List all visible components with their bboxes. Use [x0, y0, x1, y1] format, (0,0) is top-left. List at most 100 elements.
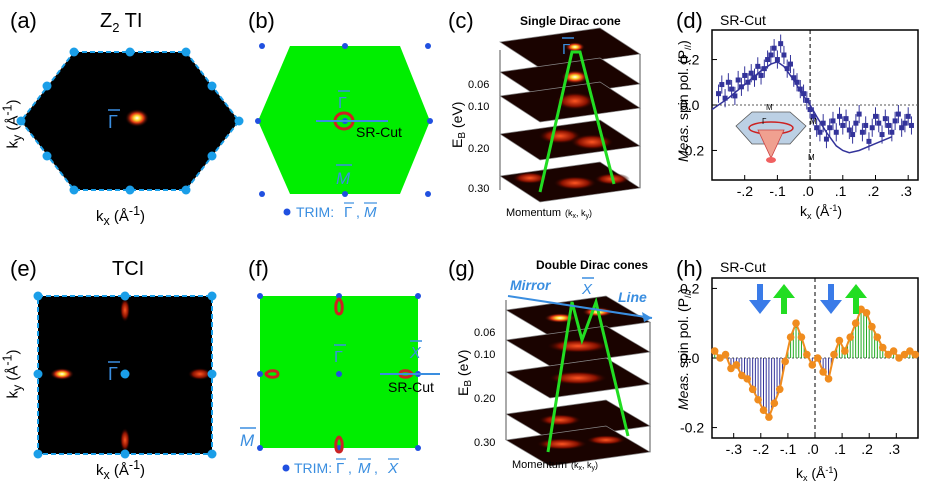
- panel-d-data-point: [892, 118, 898, 124]
- panel-h-data-point: [803, 350, 811, 359]
- spin-up-arrow-2: [845, 284, 867, 314]
- panel-g-tick-2: 0.20: [474, 393, 495, 405]
- panel-d-data-point: [827, 125, 833, 131]
- inset-m2: M: [810, 117, 817, 126]
- panel-h-data-point: [911, 350, 920, 359]
- panel-d-data-point: [846, 127, 852, 133]
- panel-a-gamma: Γ: [108, 112, 118, 132]
- panel-d-data-point: [820, 120, 826, 126]
- panel-d-data-point: [817, 129, 823, 135]
- panel-h-xlabel: kx (Å-1): [796, 465, 838, 483]
- panel-h-sr-cut: SR-Cut: [720, 259, 766, 275]
- panel-h-data-point: [754, 395, 762, 404]
- panel-g-tick-1: 0.10: [474, 349, 495, 361]
- panel-h-plot: -.3-.2-.1.0.1.2.3-0.20.00.2 SR-Cut Meas.…: [675, 259, 920, 483]
- panel-c-gamma: Γ: [562, 41, 570, 58]
- panel-d-data-point: [889, 129, 895, 135]
- panel-f-trim-x: X: [387, 460, 399, 477]
- panel-d-xtick-label: .3: [900, 183, 912, 199]
- panel-b-sr-cut: SR-Cut: [356, 124, 402, 140]
- panel-d-data-point: [765, 57, 771, 63]
- panel-b-trim-m: M: [364, 204, 377, 221]
- inset-m3: M: [808, 153, 815, 162]
- panel-h-xtick-label: .3: [888, 441, 900, 457]
- panel-d-data-point: [905, 113, 911, 119]
- spin-down-arrow-2: [820, 284, 842, 314]
- panel-h-data-point: [884, 350, 892, 359]
- panel-d-data-point: [781, 52, 787, 58]
- panel-c-title: Single Dirac cone: [520, 14, 621, 28]
- panel-h-data-point: [738, 371, 746, 380]
- panel-h-data-point: [721, 350, 730, 359]
- panel-d-data-point: [784, 66, 790, 72]
- panel-d-data-point: [895, 111, 901, 117]
- panel-h-data-point: [716, 354, 724, 362]
- panel-h-ytick-label: -0.2: [680, 420, 704, 436]
- panel-h-data-point: [748, 385, 757, 394]
- panel-c-eb-label: EB (eV): [449, 102, 468, 148]
- panel-b-trim-sep: ,: [356, 204, 360, 220]
- panel-a-kx-label: kx (Å-1): [96, 204, 146, 228]
- panel-d-data-point: [735, 77, 741, 83]
- panel-b-m: M: [336, 169, 351, 188]
- panel-d-plot: -.2-.1.0.1.2.3-0.20.00.2 M M M Γ SR-Cut …: [675, 12, 919, 221]
- panel-g-x: X: [581, 281, 593, 298]
- panel-h-data-point: [770, 399, 779, 408]
- panel-d-data-point: [797, 86, 803, 92]
- panel-b-trim-label: TRIM:: [296, 204, 334, 220]
- panel-d-xtick-label: -.1: [769, 183, 786, 199]
- panel-d-data-point: [774, 57, 780, 63]
- panel-d-data-point: [778, 41, 784, 47]
- panel-d-data-point: [771, 45, 777, 51]
- panel-d-ytick-label: 0.2: [680, 52, 700, 68]
- panel-d-data-point: [804, 97, 810, 103]
- panel-f-m: M: [240, 431, 255, 450]
- panel-d-data-point: [863, 122, 869, 128]
- panel-c-tick-3: 0.30: [468, 183, 489, 195]
- panel-g-tick-3: 0.30: [474, 437, 495, 449]
- panel-f-trim-label: TRIM:: [294, 460, 332, 476]
- panel-b-gamma: Γ: [338, 95, 347, 112]
- panel-h-data-point: [819, 368, 827, 376]
- panel-d-data-point: [833, 129, 839, 135]
- panel-d-xtick-label: -.2: [737, 183, 754, 199]
- panel-h-data-point: [786, 333, 795, 341]
- panel-d-xtick-label: .0: [802, 183, 814, 199]
- panel-f-trim-m: M: [358, 460, 371, 477]
- panel-e-title: TCI: [112, 258, 145, 280]
- panel-f-trim-sep2: ,: [374, 460, 378, 476]
- panel-h-data-point: [781, 357, 789, 366]
- panel-h-ylabel: Meas. spin pol. (P//): [675, 288, 693, 410]
- panel-g-momentum-label: Momentum(kx, ky): [512, 459, 598, 472]
- panel-h-data-point: [841, 347, 849, 355]
- panel-d-data-point: [859, 129, 865, 135]
- panel-h-data-point: [727, 364, 735, 373]
- panel-d-data-point: [872, 113, 878, 119]
- panel-d-data-point: [823, 136, 829, 142]
- panel-h-ytick-label: 0.2: [680, 280, 700, 296]
- panel-h-arrows: [749, 284, 867, 314]
- panel-h-data-point: [743, 375, 752, 383]
- panel-d-data-point: [752, 75, 758, 81]
- panel-d-data-point: [850, 132, 856, 138]
- panel-a-title: Z2 TI: [100, 10, 143, 35]
- panel-h-data-point: [732, 361, 741, 369]
- panel-b-trim-gamma: Γ: [344, 204, 352, 221]
- panel-label-b: (b): [248, 8, 275, 33]
- panel-g-stacked-maps: Mirror X Line 0.06 0.10 0.20 0.30 EB (eV…: [455, 277, 653, 472]
- panel-h-data-point: [878, 343, 887, 352]
- panel-d-data-point: [902, 120, 908, 126]
- panel-d-data-point: [886, 122, 892, 128]
- panel-e-brillouin-zone: Γ: [33, 291, 217, 459]
- panel-d-data-point: [745, 79, 751, 85]
- panel-h-data-point: [851, 319, 860, 328]
- panel-d-data-point: [899, 125, 905, 131]
- panel-h-xtick-label: .0: [807, 441, 819, 457]
- panel-label-a: (a): [10, 8, 37, 33]
- panel-c-momentum-label: Momentum(kx, ky): [506, 207, 592, 220]
- panel-e-gamma: Γ: [108, 364, 118, 384]
- panel-d-data-point: [801, 91, 807, 97]
- panel-d-data-point: [768, 52, 774, 58]
- panel-h-data-point: [846, 333, 855, 341]
